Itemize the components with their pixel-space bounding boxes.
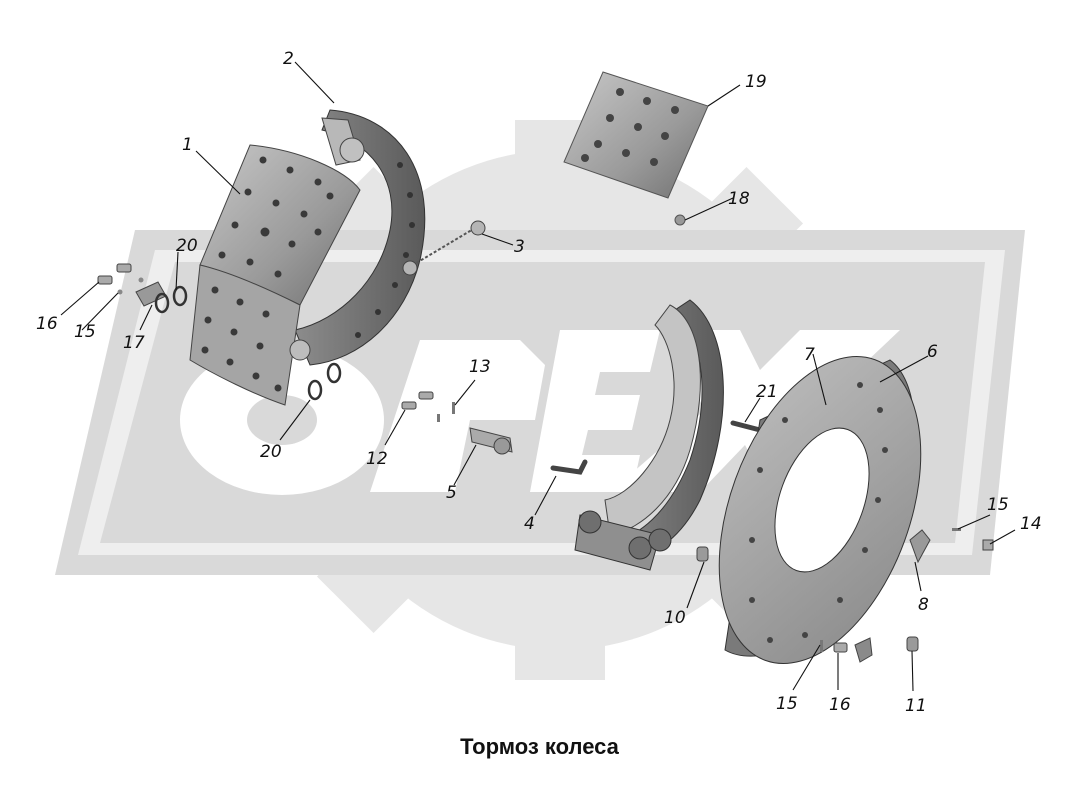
callout-20-bottom: 20 <box>260 442 282 462</box>
callout-18: 18 <box>728 189 750 209</box>
pins <box>550 420 763 475</box>
callout-3: 3 <box>514 237 525 257</box>
callout-15-right: 15 <box>987 495 1009 515</box>
callout-13: 13 <box>469 357 491 377</box>
brake-shoe-assembly <box>189 109 426 406</box>
callout-19: 19 <box>745 72 767 92</box>
callout-7: 7 <box>804 345 815 365</box>
callout-15-bottom: 15 <box>776 694 798 714</box>
callout-5: 5 <box>446 483 457 503</box>
callout-12: 12 <box>366 449 388 469</box>
callout-numbers: 1 2 3 4 5 6 7 8 10 11 12 13 14 15 15 15 … <box>36 49 1042 716</box>
diagram-caption: Тормоз колеса <box>460 734 619 759</box>
leader-lines <box>60 61 1016 692</box>
callout-17: 17 <box>123 333 145 353</box>
callout-10: 10 <box>664 608 686 628</box>
friction-lining <box>563 71 709 199</box>
callout-16-bottom: 16 <box>829 695 851 715</box>
watermark-letter-hole <box>247 395 317 445</box>
callout-1: 1 <box>182 135 193 155</box>
callout-14: 14 <box>1020 514 1042 534</box>
callout-4: 4 <box>524 514 535 534</box>
return-spring <box>402 220 486 276</box>
callout-21: 21 <box>756 382 778 402</box>
callout-16-left: 16 <box>36 314 58 334</box>
right-fasteners <box>696 528 994 663</box>
rivet <box>674 214 686 226</box>
callout-15-left: 15 <box>74 322 96 342</box>
brake-bracket <box>574 299 724 571</box>
callout-20-top: 20 <box>176 236 198 256</box>
callout-8: 8 <box>918 595 929 615</box>
left-fasteners <box>97 263 342 401</box>
callout-6: 6 <box>927 342 938 362</box>
dust-shield <box>718 356 922 664</box>
callout-11: 11 <box>905 696 927 716</box>
expander-parts <box>401 391 513 455</box>
callout-2: 2 <box>283 49 294 69</box>
